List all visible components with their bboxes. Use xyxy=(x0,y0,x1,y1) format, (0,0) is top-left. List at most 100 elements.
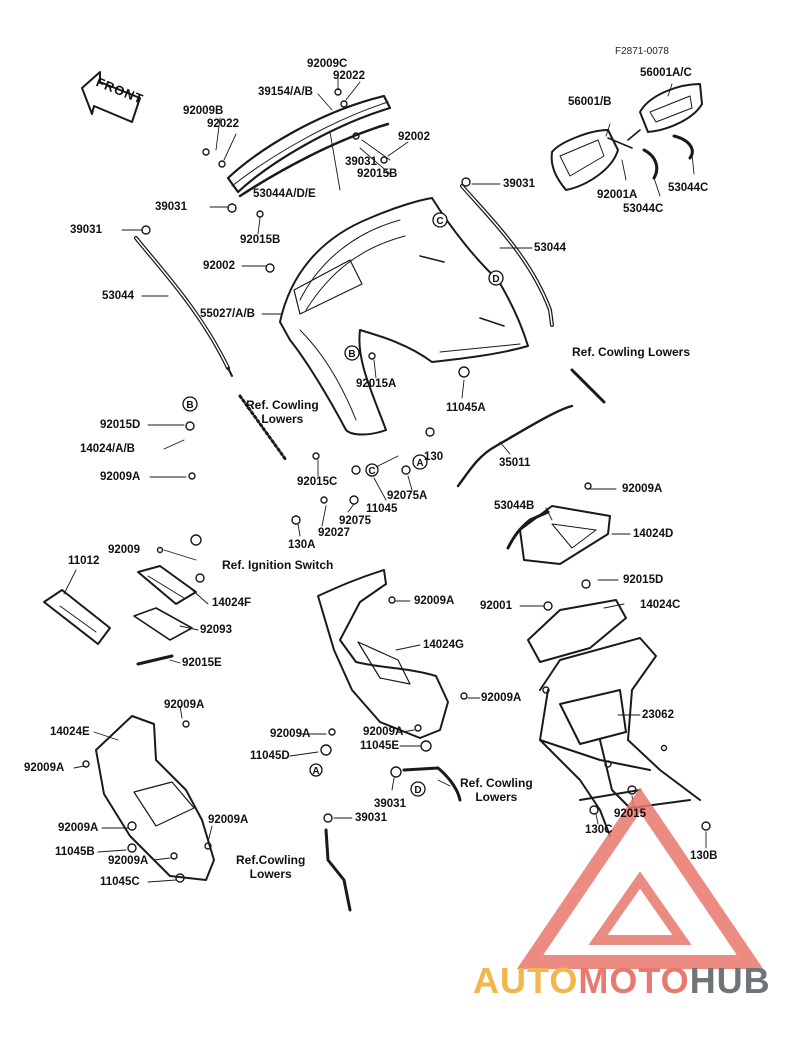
callout-53044B: 53044B xyxy=(494,500,535,512)
callout-92009A-11: 92009A xyxy=(108,855,149,867)
callout-92015E: 92015E xyxy=(182,657,222,669)
left-trim-part xyxy=(134,236,230,370)
marker-c2: C xyxy=(368,466,375,477)
trim-53044B xyxy=(506,510,550,550)
callout-92009A-2: 92009A xyxy=(622,483,663,495)
callout-92022: 92022 xyxy=(333,70,365,82)
callout-56001B: 56001/B xyxy=(568,96,612,108)
callout-92015D: 92015D xyxy=(100,419,141,431)
callout-130C: 130C xyxy=(585,824,613,836)
ref-cowling-lowers-bottom: Ref.Cowling Lowers xyxy=(236,853,306,881)
marker-d: D xyxy=(492,274,499,285)
callout-53044ADE: 53044A/D/E xyxy=(253,188,316,200)
inner-cover-14024E xyxy=(95,715,215,881)
callout-23062: 23062 xyxy=(642,709,674,721)
ref-ignition-switch: Ref. Ignition Switch xyxy=(222,558,334,572)
ref-cowling-lowers-center: Ref. Cowling Lowers xyxy=(460,776,533,804)
callout-53044C-a: 53044C xyxy=(623,203,664,215)
callout-53044b: 53044 xyxy=(534,242,566,254)
callout-39031b: 39031 xyxy=(155,201,187,213)
callout-92015D-b: 92015D xyxy=(623,574,664,586)
callout-92015B: 92015B xyxy=(357,168,398,180)
callout-92009A-5: 92009A xyxy=(164,699,205,711)
diagram-code: F2871-0078 xyxy=(615,46,669,57)
callout-14024AB: 14024/A/B xyxy=(80,443,135,455)
marker-b2: B xyxy=(186,400,193,411)
callout-92075: 92075 xyxy=(339,515,371,527)
callout-11045E: 11045E xyxy=(360,740,400,752)
marker-a: A xyxy=(416,458,423,469)
callout-11045A: 11045A xyxy=(446,402,486,414)
watermark-logo: AUTOMOTOHUB xyxy=(473,960,771,1002)
callout-14024E: 14024E xyxy=(50,726,90,738)
callout-11045: 11045 xyxy=(366,503,398,515)
callout-56001AC: 56001A/C xyxy=(640,67,692,79)
panel-11012 xyxy=(43,589,111,645)
upper-cowling-part xyxy=(279,197,529,436)
callout-53044a: 53044 xyxy=(102,290,134,302)
cable-part xyxy=(456,404,574,488)
callout-92009B: 92009B xyxy=(183,105,224,117)
callout-92075A: 92075A xyxy=(387,490,428,502)
callout-39031: 39031 xyxy=(345,156,377,168)
stay-frame-23062 xyxy=(539,637,701,837)
callout-39154: 39154/A/B xyxy=(258,86,313,98)
callout-92015: 92015 xyxy=(614,808,646,820)
ref-cowling-lowers-right: Ref. Cowling Lowers xyxy=(572,345,691,359)
callout-11045D: 11045D xyxy=(250,750,290,762)
mirror-left-part xyxy=(550,129,619,191)
callout-35011: 35011 xyxy=(499,457,531,469)
watermark-triangle-icon xyxy=(516,787,764,969)
callout-92009A-7: 92009A xyxy=(270,728,311,740)
ref-cowling-lowers-left: Ref. Cowling Lowers xyxy=(246,398,319,426)
cover-14024D xyxy=(519,505,611,565)
trim-strip-part xyxy=(238,122,390,198)
marker-a2: A xyxy=(312,766,319,777)
callout-92009A-10: 92009A xyxy=(208,814,249,826)
callout-92015C: 92015C xyxy=(297,476,338,488)
callout-92009A-8: 92009A xyxy=(363,726,404,738)
callout-11012: 11012 xyxy=(68,555,100,567)
callout-92009A-1: 92009A xyxy=(100,471,141,483)
callout-92027: 92027 xyxy=(318,527,350,539)
callout-92015A: 92015A xyxy=(356,378,397,390)
callout-92001A: 92001A xyxy=(597,189,638,201)
callout-55027: 55027/A/B xyxy=(200,308,255,320)
callout-130: 130 xyxy=(424,451,444,463)
callout-14024D: 14024D xyxy=(633,528,674,540)
callout-92002b: 92002 xyxy=(203,260,235,272)
callout-14024F: 14024F xyxy=(212,597,252,609)
callout-92009A-3: 92009A xyxy=(414,595,455,607)
callout-11045C: 11045C xyxy=(100,876,140,888)
callout-92015Bb: 92015B xyxy=(240,234,281,246)
windshield-part xyxy=(226,94,392,194)
callout-92093: 92093 xyxy=(200,624,232,636)
callout-39031f: 39031 xyxy=(355,812,387,824)
watermark-auto: AUTO xyxy=(473,960,579,1001)
callout-92001: 92001 xyxy=(480,600,512,612)
callout-92009A-4: 92009A xyxy=(481,692,522,704)
cover-14024C xyxy=(527,599,627,663)
marker-d2: D xyxy=(414,785,421,796)
callout-92009: 92009 xyxy=(108,544,140,556)
callout-92022b: 92022 xyxy=(207,118,239,130)
callout-92009C: 92009C xyxy=(307,58,348,70)
watermark-hub: HUB xyxy=(689,960,771,1001)
callout-11045B: 11045B xyxy=(55,846,95,858)
callout-130B: 130B xyxy=(690,850,718,862)
gasket-92093 xyxy=(133,607,193,641)
front-arrow-icon xyxy=(81,71,141,123)
marker-b: B xyxy=(348,349,355,360)
inner-cover-14024G xyxy=(317,569,449,739)
panel-14024F xyxy=(137,565,197,605)
callout-39031c: 39031 xyxy=(70,224,102,236)
callout-39031e: 39031 xyxy=(374,798,406,810)
marker-c: C xyxy=(436,216,443,227)
callout-92002: 92002 xyxy=(398,131,430,143)
watermark-moto: MOTO xyxy=(578,960,690,1001)
callout-130A: 130A xyxy=(288,539,316,551)
callout-53044C-b: 53044C xyxy=(668,182,709,194)
callout-92009A-6: 92009A xyxy=(24,762,65,774)
